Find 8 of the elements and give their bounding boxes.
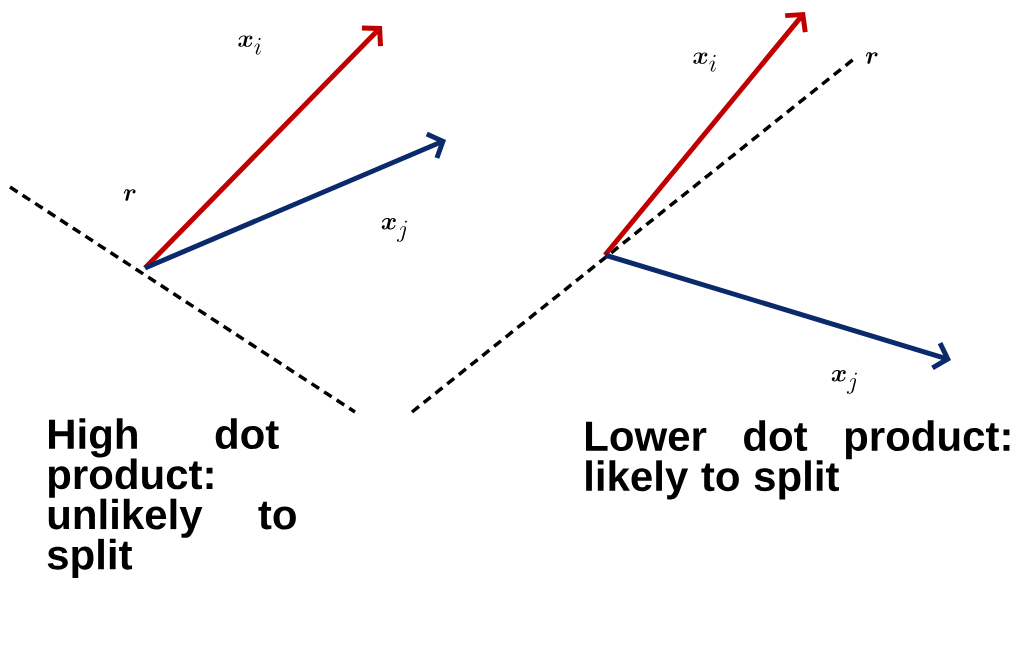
caption-text: Lower dot product: likely to split (586, 420, 1010, 500)
vector-label: $\boldsymbol{x}_j$ (381, 218, 407, 243)
vector-label: $\boldsymbol{x}_i$ (693, 52, 716, 72)
caption-text: High dot product: unlikely to split (47, 418, 296, 578)
vector-label: $\boldsymbol{x}_j$ (831, 370, 857, 395)
vector-label: $\boldsymbol{r}$ (865, 52, 878, 64)
vector-label: $\boldsymbol{r}$ (123, 189, 136, 201)
vector-label: $\boldsymbol{x}_i$ (238, 35, 261, 55)
